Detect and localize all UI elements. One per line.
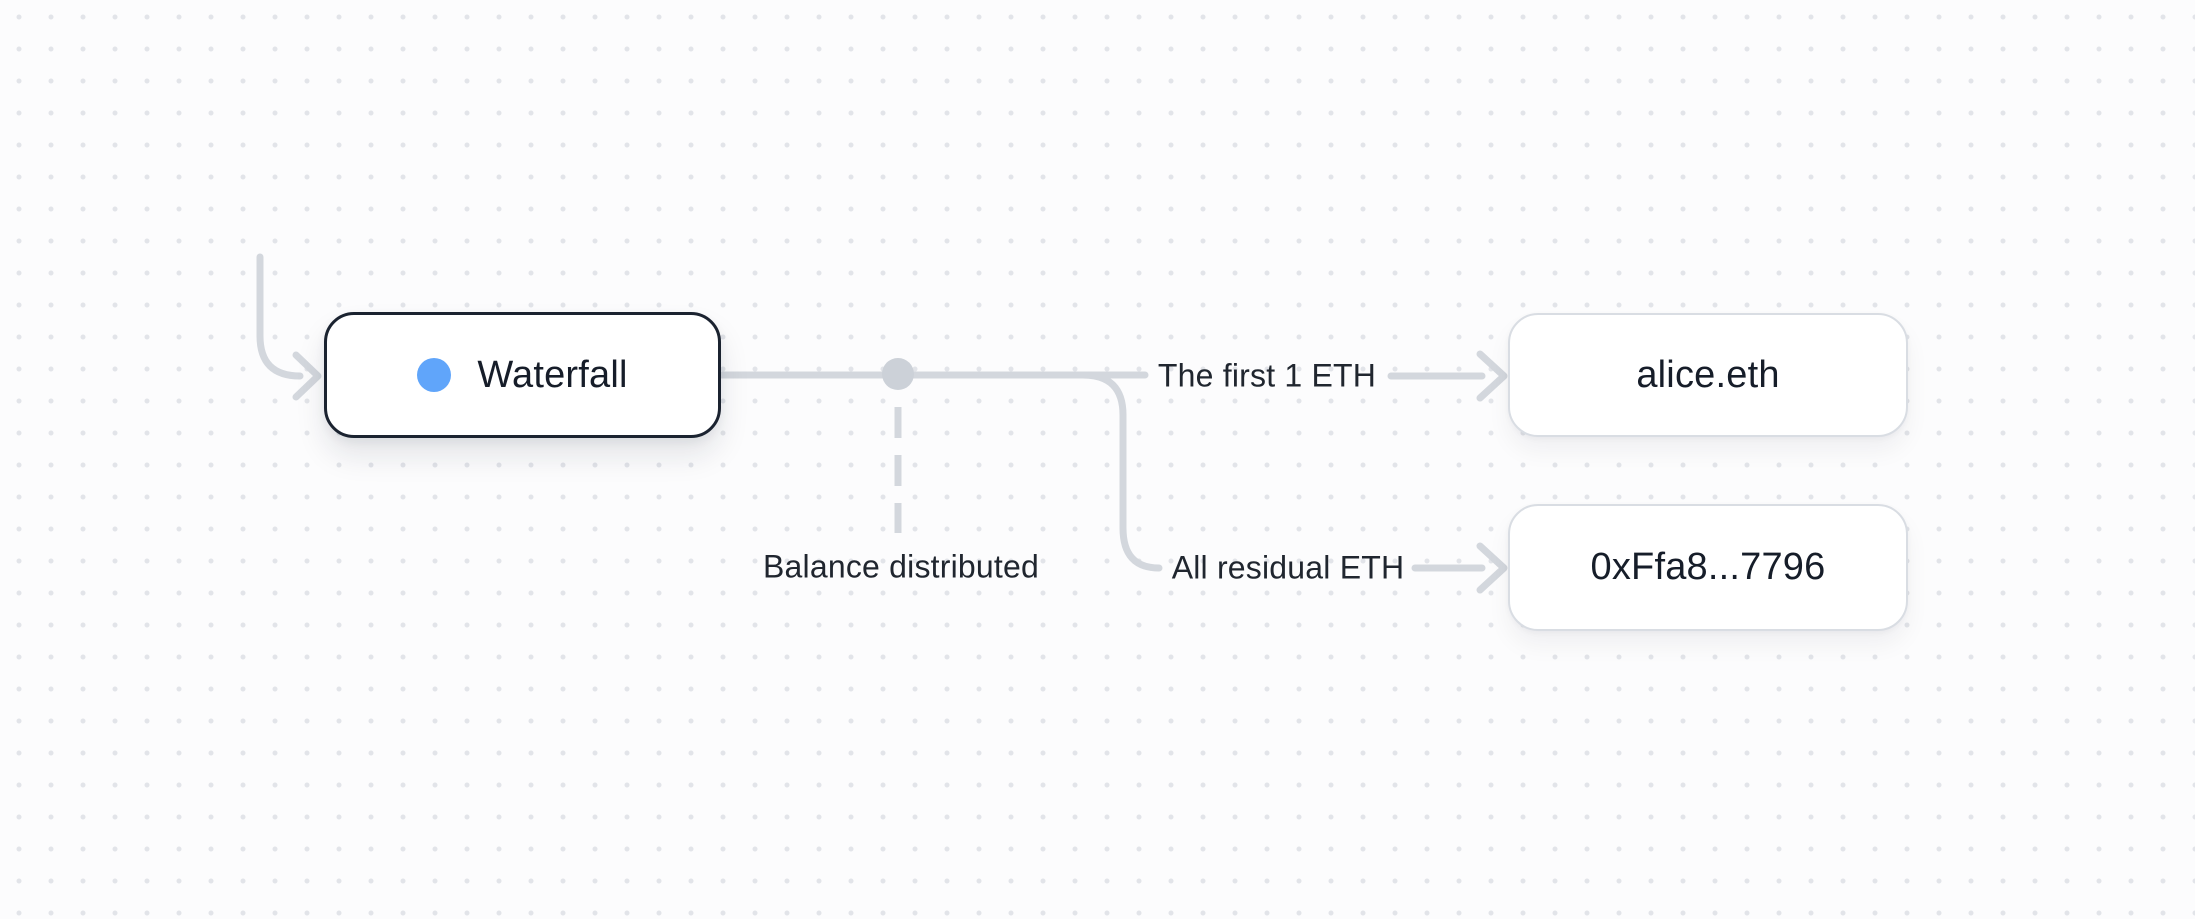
recipient-node-alice-label: alice.eth [1636, 353, 1780, 396]
edge-label-distribution-note: Balance distributed [763, 548, 1039, 585]
residual-arrowhead-icon [1476, 542, 1508, 594]
edge-label-first-tranche: The first 1 ETH [1157, 357, 1377, 394]
recipient-node-address[interactable]: 0xFfa8...7796 [1508, 504, 1908, 631]
waterfall-node-label: Waterfall [477, 353, 628, 396]
residual-edge-curve [717, 371, 1163, 572]
waterfall-status-dot-icon [417, 358, 452, 392]
edge-junction-dot [882, 358, 914, 390]
recipient-node-alice[interactable]: alice.eth [1508, 313, 1908, 437]
waterfall-node[interactable]: Waterfall [324, 312, 721, 438]
first-tranche-arrowhead-icon [1476, 350, 1508, 402]
recipient-node-address-label: 0xFfa8...7796 [1590, 546, 1826, 588]
incoming-edge-arrowhead-icon [292, 351, 322, 401]
edge-label-residual-tranche: All residual ETH [1171, 549, 1405, 586]
incoming-edge [256, 253, 304, 380]
